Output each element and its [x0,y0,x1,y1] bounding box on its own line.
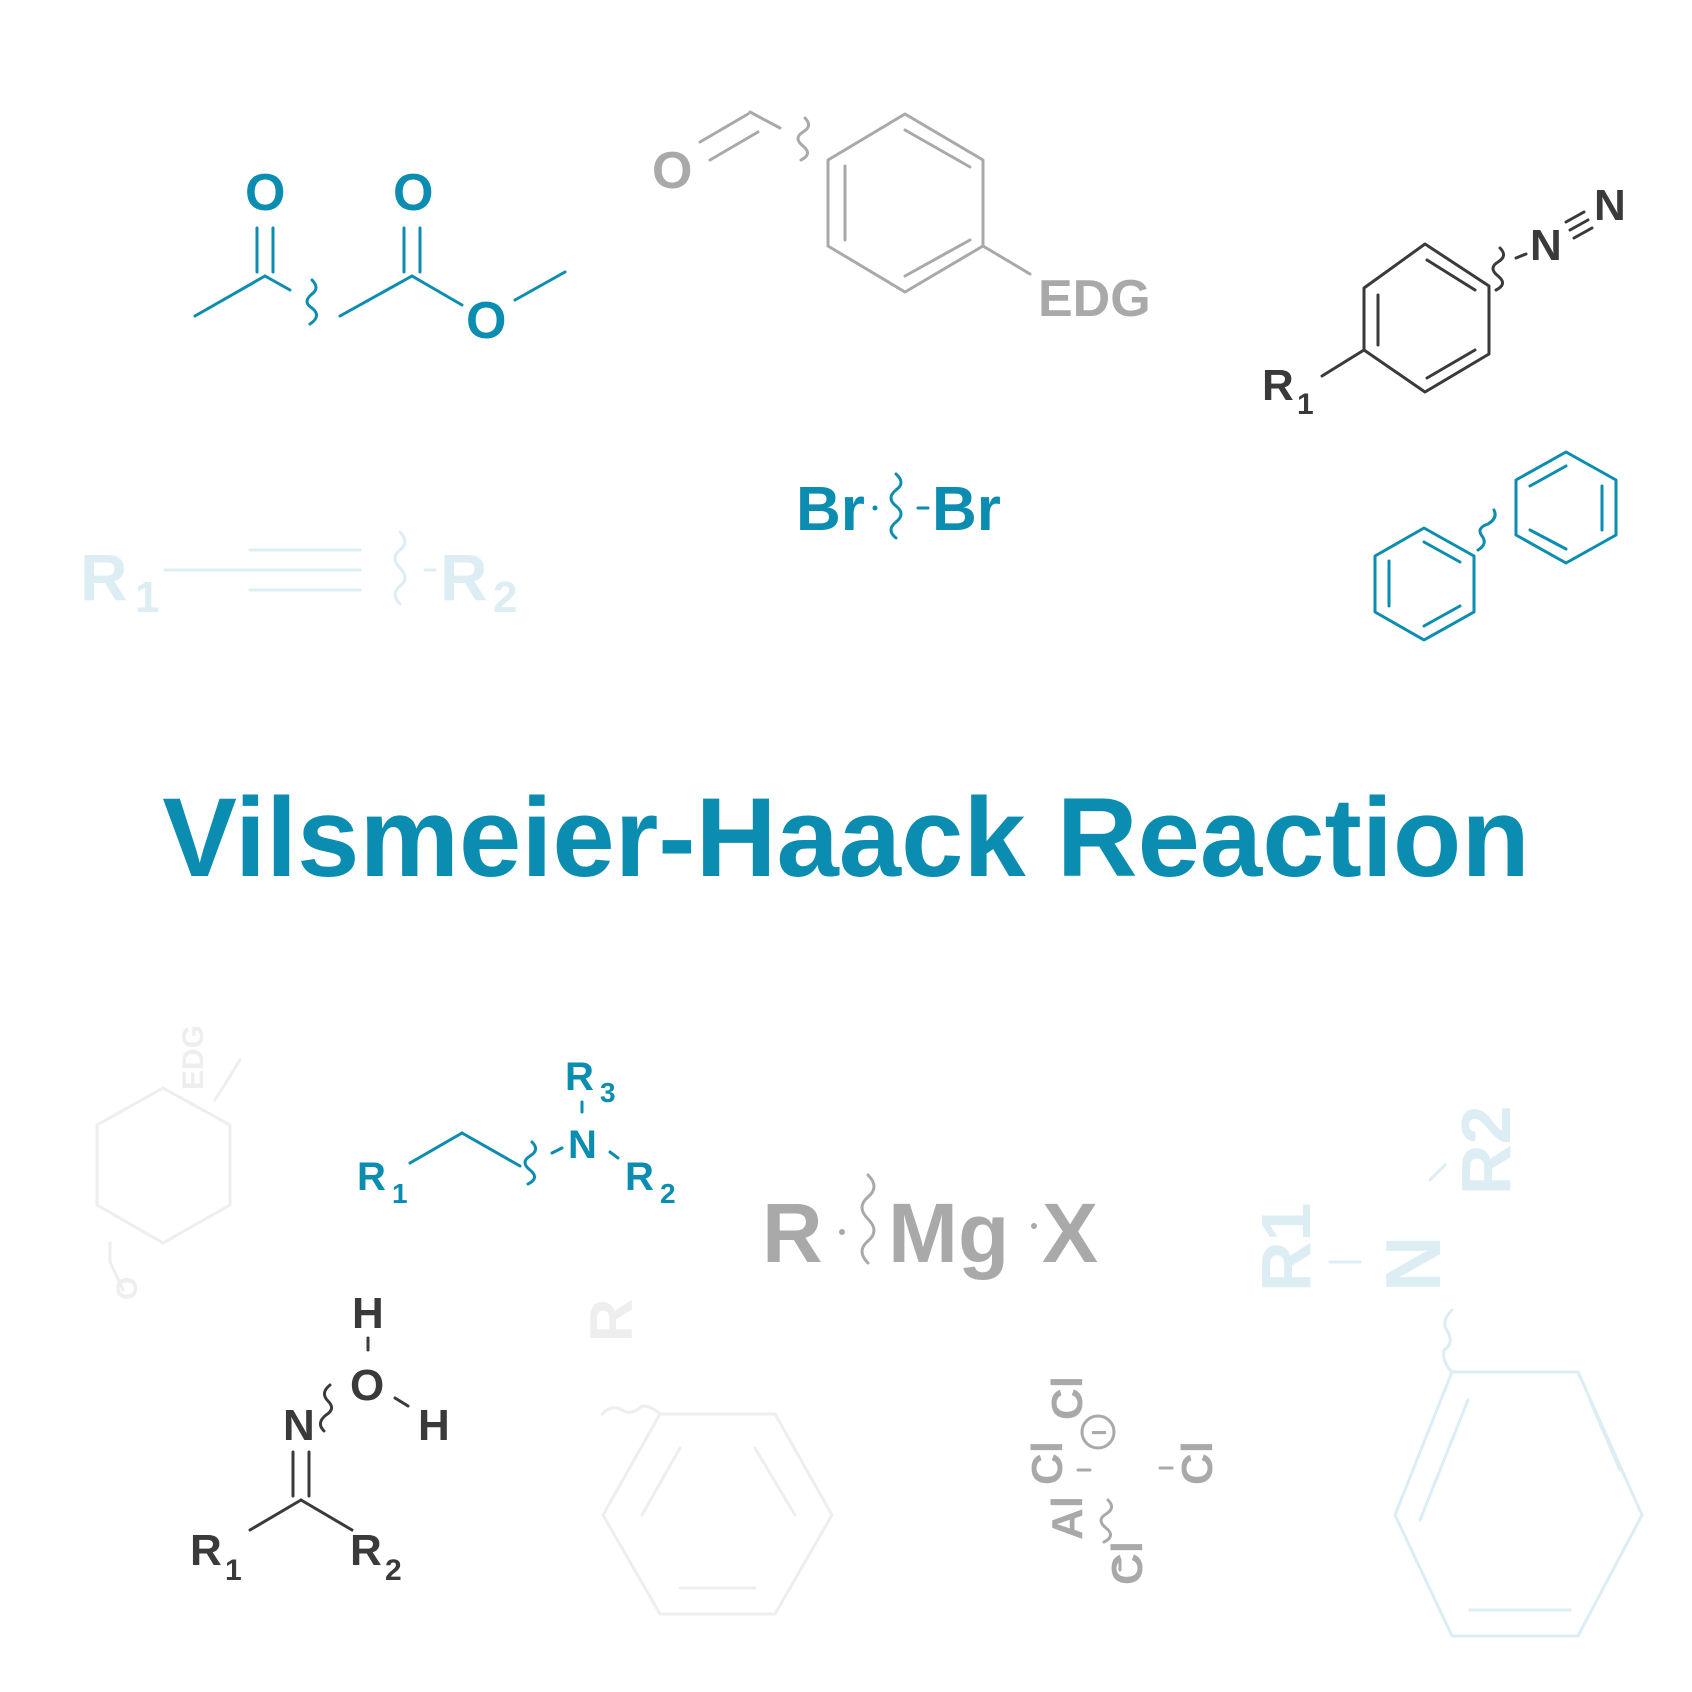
alkyne-r1-sub: 1 [135,573,159,622]
amine-r2: R [625,1155,654,1199]
aluminate-al: Al [1043,1496,1092,1540]
diazonium-n2: N [1594,181,1626,230]
molecule-ketoester: O O O [193,164,567,350]
aldehyde-edg: EDG [1038,270,1151,328]
imine-r2-sub: 2 [385,1554,402,1587]
faded-benzene-r: R [578,1299,645,1342]
amine-n: N [568,1123,597,1167]
molecule-amine: R 1 N R 3 R 2 [357,1055,676,1209]
molecule-bromine: Br Br [796,472,1001,544]
imine-h2: H [418,1401,450,1450]
faded-amine-n: N [1369,1236,1457,1292]
alkyne-r1: R [80,540,128,614]
faded-aldehyde: O EDG [95,1025,242,1300]
page-title: Vilsmeier-Haack Reaction [162,775,1530,900]
molecule-grignard: R Mg X [762,1173,1098,1280]
faded-amine: N R1 R2 [1247,1106,1644,1638]
ketoester-o3: O [466,292,506,350]
diazonium-r-sub: 1 [1297,388,1314,421]
aluminate-cl-top: Cl [1043,1376,1092,1420]
molecule-aluminate: Al Cl Cl Cl Cl − [1023,1376,1222,1585]
imine-r2: R [350,1526,382,1575]
diazonium-r: R [1262,361,1294,410]
grignard-mg: Mg [888,1186,1009,1280]
molecule-biphenyl [1373,450,1618,642]
imine-n: N [283,1401,315,1450]
ketoester-o2: O [393,164,433,222]
aluminate-cl-left: Cl [1023,1441,1072,1485]
ketoester-o1: O [245,164,285,222]
imine-o: O [350,1361,384,1410]
faded-amine-r2: R2 [1447,1106,1525,1195]
grignard-x: X [1042,1186,1098,1280]
grignard-r: R [762,1186,823,1280]
molecule-aldehyde: O EDG [652,110,1151,328]
alkyne-r2-sub: 2 [493,573,517,622]
bromine-right: Br [932,475,1001,544]
aluminate-cl-bottom: Cl [1103,1541,1152,1585]
imine-r1: R [190,1526,222,1575]
diazonium-n1: N [1530,221,1562,270]
aluminate-cl-right: Cl [1173,1441,1222,1485]
amine-r3-sub: 3 [600,1077,616,1108]
amine-r3: R [565,1055,594,1099]
aldehyde-o: O [652,142,692,200]
alkyne-r2: R [440,540,488,614]
amine-r2-sub: 2 [660,1178,676,1209]
bromine-left: Br [796,475,865,544]
aluminate-charge: − [1091,1417,1107,1448]
imine-r1-sub: 1 [225,1554,242,1587]
amine-r1-sub: 1 [392,1178,408,1209]
molecule-imine: H O H N R 1 R 2 [190,1289,450,1587]
imine-h1: H [352,1289,384,1338]
faded-benzene: R [578,1299,834,1616]
amine-r1: R [357,1155,386,1199]
faded-aldehyde-o: O [111,1277,144,1300]
faded-amine-r1: R1 [1247,1203,1325,1292]
faded-alkyne: R 1 R 2 [80,530,517,622]
faded-aldehyde-edg: EDG [177,1025,210,1090]
molecule-diazonium: R 1 N N [1262,181,1626,421]
